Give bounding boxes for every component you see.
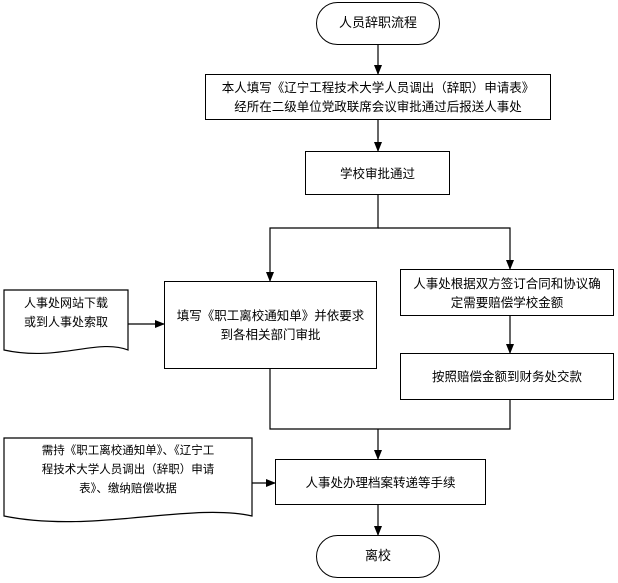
doc1-shape [3, 289, 129, 354]
doc1-line2: 或到人事处索取 [23, 315, 108, 329]
doc2-line3: 表》、缴纳赔偿收据 [79, 481, 177, 495]
start-terminal: 人员辞职流程 [316, 2, 440, 45]
doc2-line1: 需持《职工离校通知单》、《辽宁工 [41, 443, 215, 457]
split-line [266, 195, 379, 282]
merge-line-left [269, 369, 378, 430]
step-pay-finance: 按照赔偿金额到财务处交款 [400, 353, 614, 400]
step-fill-leave-notice: 填写《职工离校通知单》并依要求 到各相关部门审批 [164, 281, 377, 369]
start-label: 人员辞职流程 [338, 16, 417, 31]
end-terminal: 离校 [316, 535, 440, 578]
step1-line1: 本人填写《辽宁工程技术大学人员调出（辞职）申请表》 [221, 80, 535, 95]
merge-line-right [378, 400, 511, 430]
step-school-approval: 学校审批通过 [305, 151, 450, 195]
step1-line2: 经所在二级单位党政联席会议审批通过后报送人事处 [234, 99, 522, 114]
final-step-label: 人事处办理档案转递等手续 [305, 474, 456, 490]
doc2-line2: 程技术大学人员调出（辞职）申请 [41, 462, 215, 476]
step-file-transfer: 人事处办理档案转递等手续 [275, 459, 486, 505]
right2-label: 按照赔偿金额到财务处交款 [431, 369, 582, 384]
step2-label: 学校审批通过 [339, 165, 415, 181]
step-determine-compensation: 人事处根据双方签订合同和协议确 定需要赔偿学校金额 [400, 269, 614, 316]
doc2-shape [3, 437, 253, 523]
left-branch-line2: 到各相关部门审批 [220, 327, 321, 342]
left-branch-line1: 填写《职工离校通知单》并依要求 [176, 308, 365, 323]
doc1-line1: 人事处网站下载 [23, 296, 108, 310]
right1-line2: 定需要赔偿学校金额 [450, 294, 564, 310]
doc-download-source: 人事处网站下载 或到人事处索取 [8, 294, 124, 332]
right1-line1: 人事处根据双方签订合同和协议确 [413, 275, 601, 291]
step-fill-application: 本人填写《辽宁工程技术大学人员调出（辞职）申请表》 经所在二级单位党政联席会议审… [205, 74, 551, 120]
doc-required-materials: 需持《职工离校通知单》、《辽宁工 程技术大学人员调出（辞职）申请 表》、缴纳赔偿… [6, 441, 250, 498]
end-label: 离校 [364, 549, 391, 564]
split-line-right [378, 227, 514, 270]
